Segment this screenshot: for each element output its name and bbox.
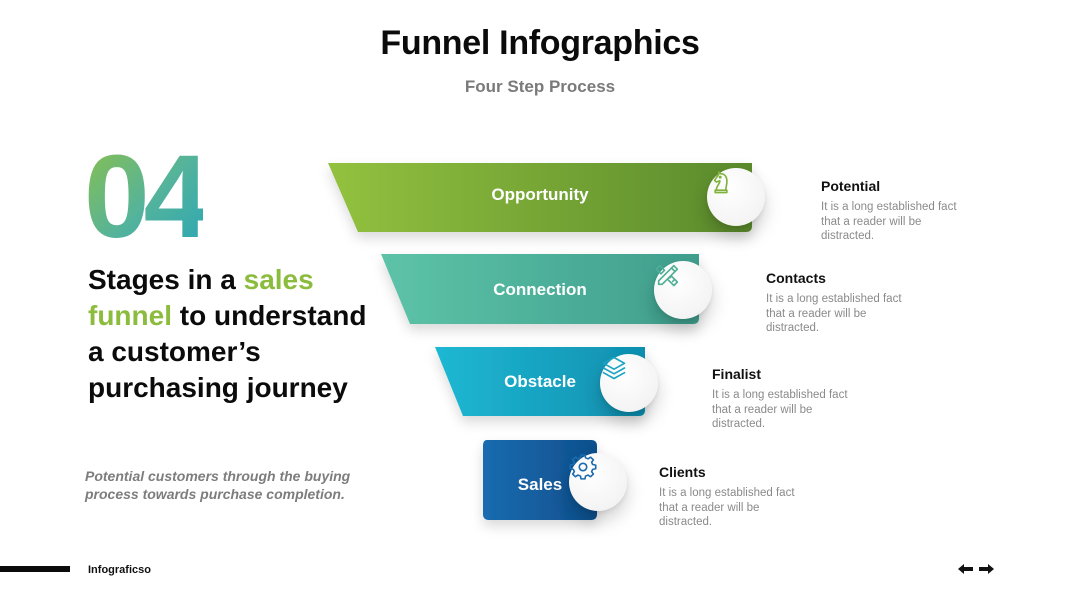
info-block-potential: Potential It is a long established fact … — [821, 178, 1021, 244]
funnel-stage-connection — [381, 254, 699, 324]
info-text: It is a long established fact that a rea… — [659, 487, 795, 528]
info-block-finalist: Finalist It is a long established fact t… — [712, 366, 912, 432]
info-text: It is a long established fact that a rea… — [712, 389, 848, 430]
info-block-contacts: Contacts It is a long established fact t… — [766, 270, 966, 336]
info-title: Clients — [659, 464, 706, 480]
info-text: It is a long established fact that a rea… — [821, 201, 957, 242]
footer-bar — [0, 566, 70, 572]
headline-pre: Stages in a — [88, 264, 244, 295]
icon-badge-sales — [569, 453, 627, 511]
stage-label-sales: Sales — [517, 475, 563, 494]
info-block-clients: Clients It is a long established fact th… — [659, 464, 859, 530]
icon-badge-obstacle — [600, 354, 658, 412]
funnel-stage-sales — [483, 440, 597, 520]
funnel-stage-obstacle — [435, 347, 645, 416]
arrow-right-icon[interactable] — [978, 562, 994, 574]
info-title: Potential — [821, 178, 881, 194]
funnel-stage-opportunity — [328, 163, 752, 232]
headline-accent: sales funnel — [88, 264, 314, 331]
brand-name: Infograficso — [88, 564, 151, 576]
arrow-left-icon[interactable] — [958, 562, 974, 574]
footnote: Potential customers through the buying p… — [85, 468, 351, 502]
info-title: Finalist — [712, 366, 762, 382]
headline: Stages in a sales funnel to understand a… — [88, 262, 388, 406]
info-title: Contacts — [766, 270, 826, 286]
layers-icon — [602, 356, 626, 380]
chess-knight-icon — [713, 171, 728, 194]
stage-label-obstacle: Obstacle — [504, 372, 576, 391]
stage-count: 04 — [84, 131, 209, 263]
info-text: It is a long established fact that a rea… — [766, 293, 902, 334]
page-subtitle: Four Step Process — [464, 77, 616, 96]
icon-badge-opportunity — [707, 168, 765, 226]
slide-navigation — [958, 562, 994, 574]
page-title: Funnel Infographics — [380, 24, 700, 62]
stage-label-connection: Connection — [493, 280, 587, 299]
stage-label-opportunity: Opportunity — [491, 185, 589, 204]
gear-icon — [569, 454, 597, 480]
headline-post: to understand a customer’s purchasing jo… — [88, 300, 367, 403]
pencil-ruler-icon — [655, 264, 679, 287]
icon-badge-connection — [654, 261, 712, 319]
